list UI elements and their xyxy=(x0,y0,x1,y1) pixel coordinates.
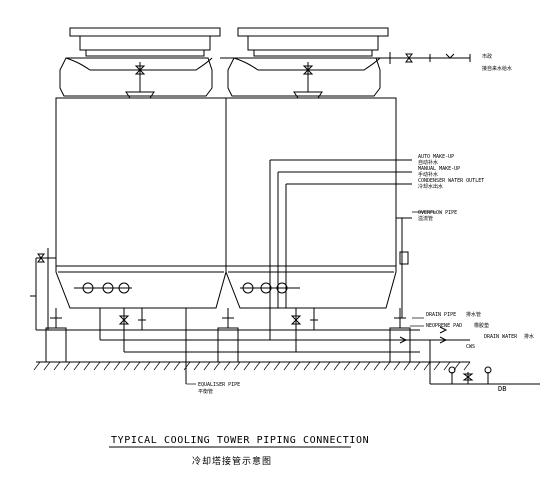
leader-lines xyxy=(186,211,436,385)
tower-body-right xyxy=(225,97,397,309)
label-auto-makeup-cn: 自动补水 xyxy=(418,159,438,166)
basin-fittings-left xyxy=(74,282,132,294)
top-makeup-line xyxy=(220,52,471,64)
bottom-right-valves xyxy=(429,340,540,385)
support-piers xyxy=(45,308,411,363)
label-equaliser-pipe: EQUALISER PIPE xyxy=(198,382,240,388)
label-condenser-outlet-cn: 冷却水出水 xyxy=(418,183,443,190)
drawing-subtitle: 冷却塔接管示意图 xyxy=(192,455,272,467)
label-overflow-pipe-cn: 溢流管 xyxy=(418,215,433,222)
label-manual-makeup-cn: 手动补水 xyxy=(418,171,438,178)
label-manual-makeup: MANUAL MAKE-UP xyxy=(418,166,460,172)
tower-body-left xyxy=(55,97,227,309)
label-top-right-main: 市政 xyxy=(482,53,492,60)
label-drain-water: DRAIN WATER xyxy=(484,334,518,340)
label-drain-pipe-cn: 排水管 xyxy=(466,311,481,318)
label-equaliser-pipe-cn: 平衡管 xyxy=(198,388,213,395)
label-cws: CWS xyxy=(466,344,475,350)
ground-line xyxy=(33,361,471,371)
left-side-piping xyxy=(30,248,100,331)
drawing-title: TYPICAL COOLING TOWER PIPING CONNECTION xyxy=(111,435,369,446)
label-top-right-sub: 接自来水给水 xyxy=(482,65,512,72)
title-block: TYPICAL COOLING TOWER PIPING CONNECTION … xyxy=(109,435,369,467)
label-drain-water-cn: 排水 xyxy=(524,333,534,340)
fan-assembly-right xyxy=(227,27,389,99)
label-overflow-pipe: OVERFLOW PIPE xyxy=(418,210,457,216)
label-condenser-outlet: CONDENSER WATER OUTLET xyxy=(418,178,484,184)
label-neoprene-pad: NEOPRENE PAD xyxy=(426,323,462,329)
label-neoprene-pad-cn: 橡胶垫 xyxy=(474,322,489,329)
label-db: DB xyxy=(498,385,506,393)
under-tower-piping xyxy=(99,308,470,384)
label-auto-makeup: AUTO MAKE-UP xyxy=(418,154,454,160)
fan-assembly-left xyxy=(59,27,221,99)
right-supply-risers xyxy=(269,159,412,318)
label-drain-pipe: DRAIN PIPE xyxy=(426,312,456,318)
labels: AUTO MAKE-UP 自动补水 MANUAL MAKE-UP 手动补水 CO… xyxy=(198,53,534,395)
